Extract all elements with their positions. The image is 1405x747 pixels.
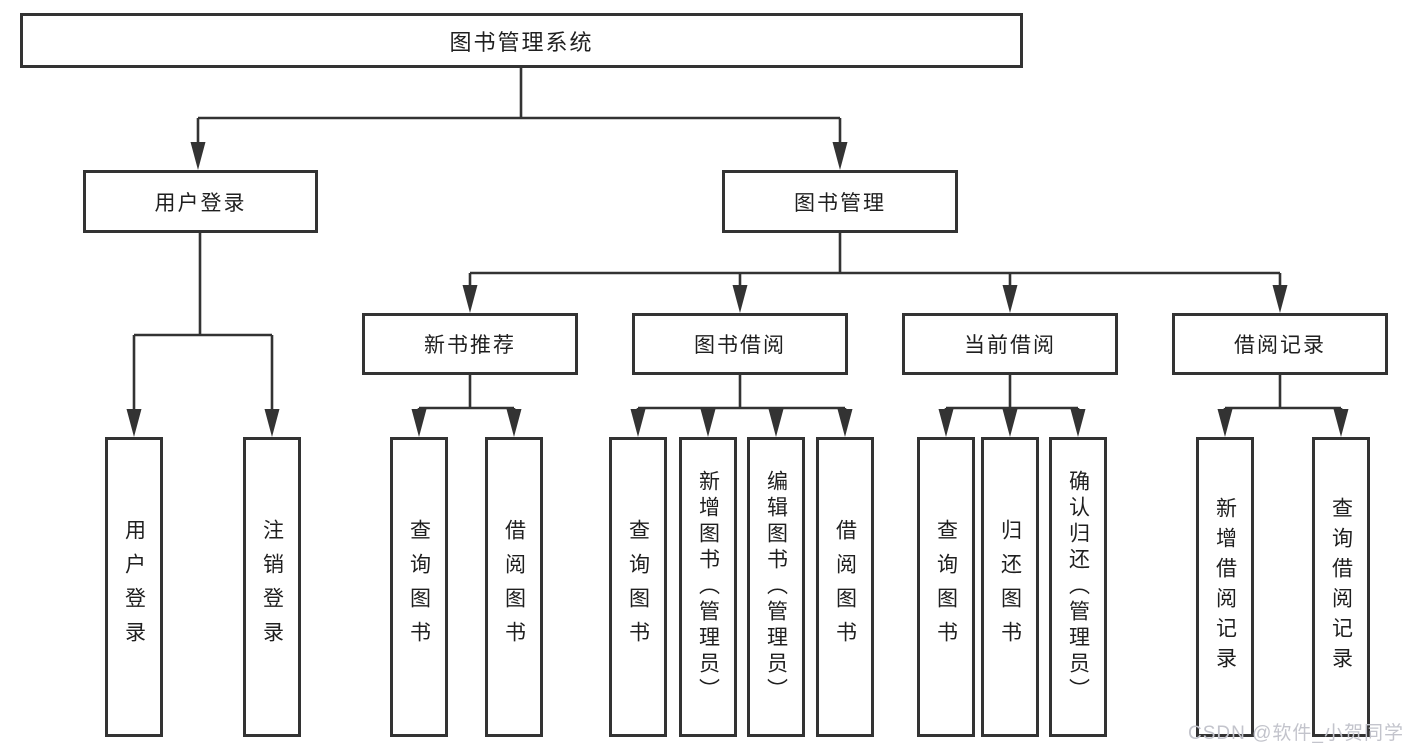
leaf-add-borrow-record-label: 新增借阅记录 <box>1213 497 1237 677</box>
node-library-system: 图书管理系统 <box>20 13 1023 68</box>
node-current-borrow: 当前借阅 <box>902 313 1118 375</box>
leaf-query-book-1-label: 查询图书 <box>407 519 431 655</box>
arrow-down-icons <box>126 142 1349 437</box>
leaf-query-book-3: 查询图书 <box>917 437 975 737</box>
leaf-confirm-return-admin: 确认归还（管理员） <box>1049 437 1107 737</box>
leaf-borrow-book-2: 借阅图书 <box>816 437 874 737</box>
leaf-borrow-book-1: 借阅图书 <box>485 437 543 737</box>
leaf-edit-book-admin: 编辑图书（管理员） <box>747 437 805 737</box>
leaf-confirm-return-admin-label: 确认归还（管理员） <box>1066 470 1090 704</box>
node-borrow-record: 借阅记录 <box>1172 313 1388 375</box>
node-new-book-recommend: 新书推荐 <box>362 313 578 375</box>
node-book-management-label: 图书管理 <box>794 191 886 215</box>
node-borrow-record-label: 借阅记录 <box>1234 334 1326 357</box>
node-library-system-label: 图书管理系统 <box>449 29 594 55</box>
leaf-return-book: 归还图书 <box>981 437 1039 737</box>
leaf-query-book-2-label: 查询图书 <box>626 519 650 655</box>
leaf-logout: 注销登录 <box>243 437 301 737</box>
node-book-borrow-label: 图书借阅 <box>694 334 786 357</box>
node-new-book-recommend-label: 新书推荐 <box>424 334 516 357</box>
leaf-add-borrow-record: 新增借阅记录 <box>1196 437 1254 737</box>
leaf-query-book-2: 查询图书 <box>609 437 667 737</box>
leaf-logout-label: 注销登录 <box>260 519 284 655</box>
leaf-query-book-3-label: 查询图书 <box>934 519 958 655</box>
leaf-edit-book-admin-label: 编辑图书（管理员） <box>764 470 788 704</box>
leaf-add-book-admin-label: 新增图书（管理员） <box>696 470 720 704</box>
leaf-borrow-book-1-label: 借阅图书 <box>502 519 526 655</box>
node-book-borrow: 图书借阅 <box>632 313 848 375</box>
leaf-user-login: 用户登录 <box>105 437 163 737</box>
leaf-return-book-label: 归还图书 <box>998 519 1022 655</box>
watermark: CSDN @软件_小贺同学 <box>1188 723 1404 744</box>
node-user-login-label: 用户登录 <box>154 191 247 215</box>
leaf-borrow-book-2-label: 借阅图书 <box>833 519 857 655</box>
node-user-login: 用户登录 <box>83 170 318 233</box>
leaf-add-book-admin: 新增图书（管理员） <box>679 437 737 737</box>
leaf-user-login-label: 用户登录 <box>122 519 146 655</box>
leaf-query-book-1: 查询图书 <box>390 437 448 737</box>
leaf-query-borrow-record: 查询借阅记录 <box>1312 437 1370 737</box>
node-current-borrow-label: 当前借阅 <box>964 334 1056 357</box>
leaf-query-borrow-record-label: 查询借阅记录 <box>1329 497 1353 677</box>
node-book-management: 图书管理 <box>722 170 958 233</box>
